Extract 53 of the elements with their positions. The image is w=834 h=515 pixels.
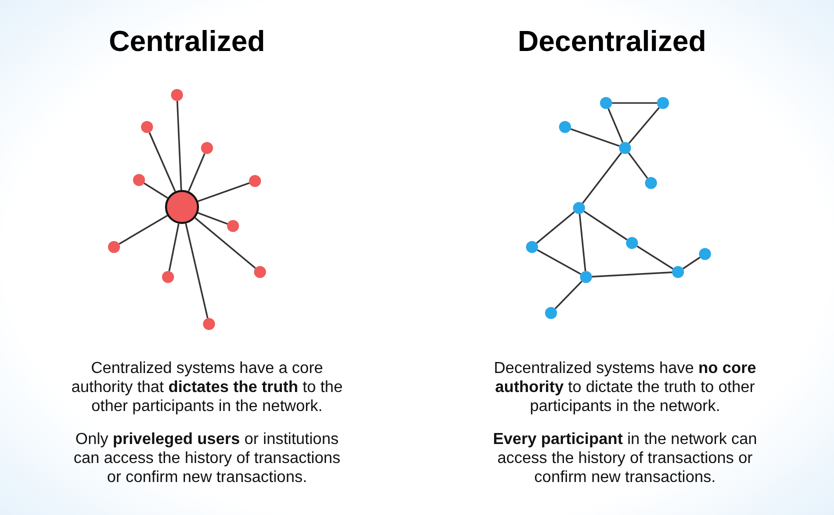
connector-line	[198, 212, 228, 225]
description-text: Only priveleged users or institutions can access the history of transactions or confirm new transactions.	[72, 430, 342, 487]
network-node-circle	[600, 97, 612, 109]
connector-line	[636, 246, 674, 270]
network-node-circle	[672, 266, 684, 278]
description-text: Centralized systems have a core authority that dictates the truth to the other participants in the network.	[70, 359, 344, 416]
network-node-circle	[249, 175, 261, 187]
network-node-circle	[108, 241, 120, 253]
connector-line	[185, 223, 208, 318]
network-node-circle	[227, 220, 239, 232]
column-heading: Centralized	[108, 26, 266, 59]
network-node-circle	[559, 121, 571, 133]
connector-line	[118, 214, 168, 245]
network-node-circle	[573, 202, 585, 214]
connector-line	[584, 210, 628, 240]
network-node-circle	[645, 177, 657, 189]
network-node-circle	[580, 271, 592, 283]
connector-line	[554, 280, 582, 310]
connector-line	[176, 100, 182, 190]
column-heading: Decentralized	[516, 26, 708, 59]
connector-line	[608, 108, 624, 143]
connector-line	[570, 128, 620, 147]
connector-line	[148, 132, 176, 192]
network-node-circle	[203, 318, 215, 330]
connector-line	[188, 153, 206, 192]
connector-line	[536, 249, 582, 275]
network-node-circle	[699, 248, 711, 260]
network-node-circle	[626, 237, 638, 249]
connector-line	[144, 182, 168, 199]
network-node-circle	[201, 142, 213, 154]
connector-line	[198, 182, 250, 202]
connector-line	[578, 214, 586, 272]
connector-line	[592, 272, 672, 278]
connector-line	[612, 102, 657, 104]
hub-circle	[165, 190, 199, 224]
network-node-circle	[545, 307, 557, 319]
connector-line	[682, 256, 700, 270]
network-node-circle	[657, 97, 669, 109]
connector-line	[628, 107, 660, 144]
connector-line	[628, 152, 648, 179]
connector-line	[536, 211, 575, 244]
network-node-circle	[133, 174, 145, 186]
network-node-circle	[619, 142, 631, 154]
description-text: Every participant in the network can access the history of transactions or confirm new transactions.	[492, 430, 758, 487]
network-node-circle	[162, 271, 174, 283]
description-text: Decentralized systems have no core authority to dictate the truth to other participants in the network.	[492, 359, 758, 416]
network-node-circle	[141, 121, 153, 133]
network-node-circle	[526, 241, 538, 253]
connector-line	[582, 152, 622, 204]
network-node-circle	[171, 89, 183, 101]
connector-line	[168, 224, 180, 272]
connector-line	[194, 217, 256, 269]
network-node-circle	[254, 266, 266, 278]
